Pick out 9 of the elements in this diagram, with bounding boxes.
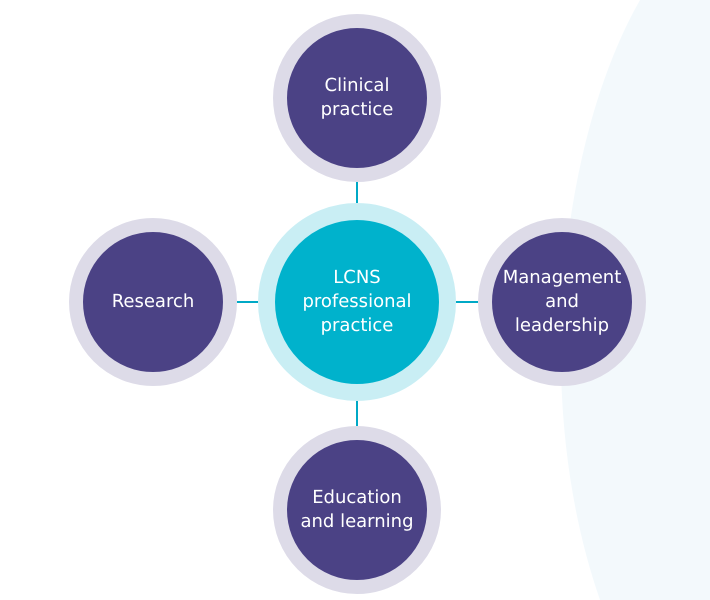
node-label: Clinical practice [320, 74, 394, 122]
node-label: Research [110, 290, 196, 314]
node-label: LCNS professional practice [301, 266, 413, 338]
connector-line [237, 301, 258, 303]
connector-line [356, 401, 358, 426]
node-label: Management and leadership [502, 266, 622, 338]
connector-line [456, 301, 478, 303]
node-label: Education and learning [299, 486, 415, 534]
connector-line [356, 182, 358, 203]
